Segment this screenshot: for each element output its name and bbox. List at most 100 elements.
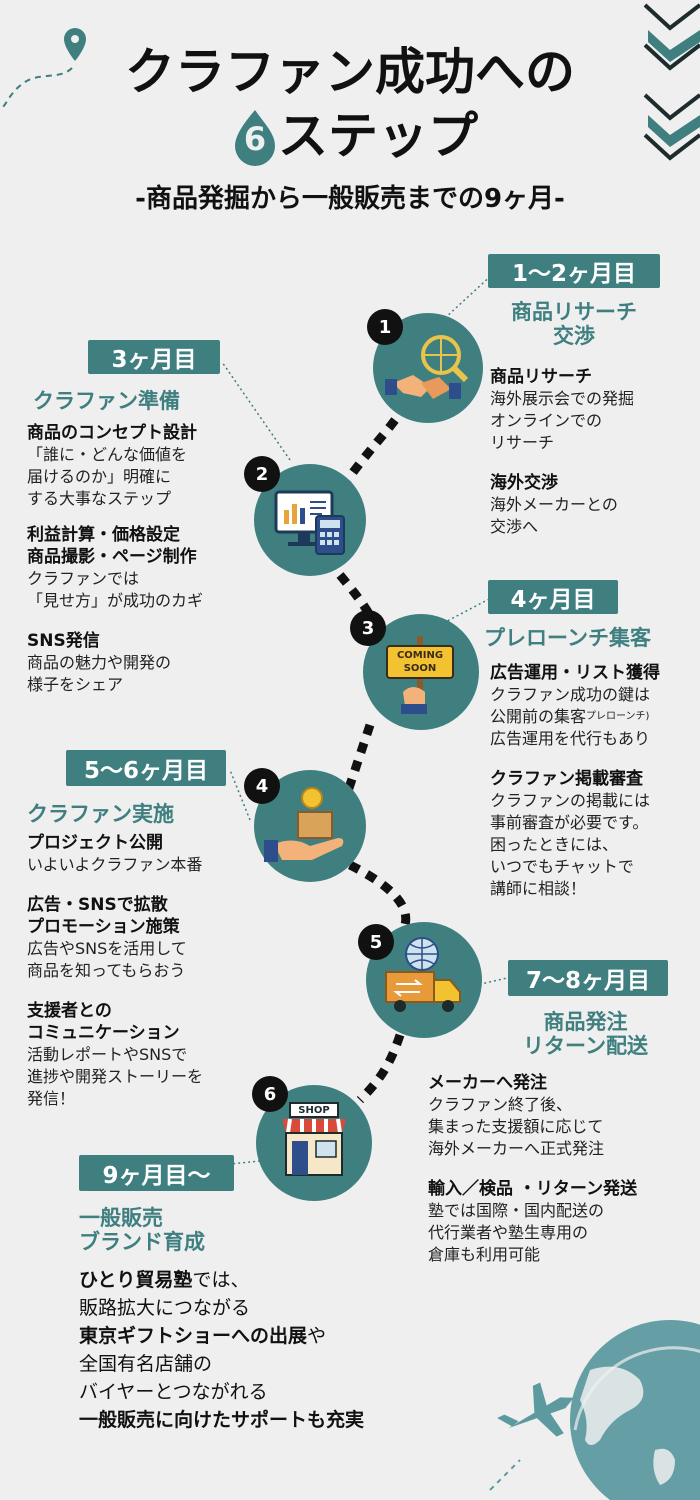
phase-title-step2: クラファン準備 bbox=[33, 389, 180, 413]
item-heading: 商品リサーチ bbox=[490, 367, 592, 387]
coming-soon-sign-icon bbox=[386, 636, 454, 714]
item-text: 公開前の集客 bbox=[490, 707, 587, 726]
item-text: 発信！ bbox=[27, 1089, 76, 1108]
item-text: 倉庫も利用可能 bbox=[428, 1245, 541, 1264]
sign-line: SOON bbox=[403, 663, 437, 674]
phase-line: ブランド育成 bbox=[79, 1230, 205, 1254]
phase-line: 一般販売 bbox=[79, 1206, 163, 1230]
item-heading: コミュニケーション bbox=[27, 1023, 180, 1043]
item-text: 商品の魅力や開発の bbox=[27, 653, 172, 672]
page-title-line2: ステップ bbox=[278, 107, 478, 165]
step4-details: プロジェクト公開 いよいよクラファン本番 広告・SNSで拡散 プロモーション施策… bbox=[27, 832, 252, 1110]
closing-text: 全国有名店舗の bbox=[79, 1353, 213, 1375]
item-heading: 支援者との bbox=[27, 1001, 112, 1021]
item-text: いつでもチャットで bbox=[490, 857, 634, 876]
item-text: 海外メーカーとの bbox=[490, 495, 618, 514]
item-text: クラファンの掲載には bbox=[490, 791, 651, 810]
phase-title-step5: 商品発注 リターン配送 bbox=[488, 1010, 683, 1058]
period-tag-step4: 5〜6ヶ月目 bbox=[66, 750, 226, 786]
step-number-3: 3 bbox=[350, 610, 386, 646]
page-subtitle: -商品発掘から一般販売までの9ヶ月- bbox=[135, 184, 565, 214]
step3-details: 広告運用・リスト獲得 クラファン成功の鍵は 公開前の集客プレローンチ) 広告運用… bbox=[490, 662, 695, 900]
period-tag-step6: 9ヶ月目〜 bbox=[79, 1155, 234, 1191]
coming-soon-sign-text: COMING SOON bbox=[387, 649, 453, 675]
item-text: リサーチ bbox=[490, 433, 555, 452]
item-heading: 商品のコンセプト設計 bbox=[27, 423, 197, 443]
phase-title-step1: 商品リサーチ 交渉 bbox=[484, 300, 664, 348]
phase-title-step4: クラファン実施 bbox=[27, 802, 174, 826]
item-heading: 広告運用・リスト獲得 bbox=[490, 663, 660, 683]
closing-bold: ひとり貿易塾 bbox=[79, 1269, 193, 1291]
step2-icon-circle bbox=[254, 464, 366, 576]
item-text: 海外展示会での発掘 bbox=[490, 389, 635, 408]
map-pin-icon bbox=[1, 28, 86, 109]
item-text: 困ったときには、 bbox=[490, 835, 619, 854]
item-text: 「見せ方」が成功のカギ bbox=[27, 591, 204, 610]
item-text: 「誰に・どんな価値を bbox=[27, 445, 188, 464]
closing-text: や bbox=[307, 1325, 327, 1347]
phase-title-step6: 一般販売 ブランド育成 bbox=[79, 1206, 309, 1254]
closing-bold: 一般販売に向けたサポートも充実 bbox=[79, 1409, 365, 1431]
item-heading: メーカーへ発注 bbox=[428, 1073, 547, 1093]
step3-icon-circle: COMING SOON bbox=[363, 614, 479, 730]
step5-details: メーカーへ発注 クラファン終了後、 集まった支援額に応じて 海外メーカーへ正式発… bbox=[428, 1072, 698, 1266]
item-heading: 広告・SNSで拡散 bbox=[27, 895, 168, 915]
step-number-2: 2 bbox=[244, 456, 280, 492]
step-number-5: 5 bbox=[358, 924, 394, 960]
step-six-badge: 6 bbox=[225, 106, 285, 166]
closing-bold: 東京ギフトショーへの出展 bbox=[79, 1325, 308, 1347]
item-text: 進捗や開発ストーリーを bbox=[27, 1067, 204, 1086]
phase-line: 交渉 bbox=[553, 324, 595, 348]
period-tag-step2: 3ヶ月目 bbox=[88, 340, 220, 374]
item-text: 商品を知ってもらおう bbox=[27, 961, 186, 980]
item-text: 海外メーカーへ正式発注 bbox=[428, 1139, 605, 1158]
item-text: 届けるのか」明確に bbox=[27, 467, 172, 486]
period-tag-step5: 7〜8ヶ月目 bbox=[508, 960, 668, 996]
item-heading: 商品撮影・ページ制作 bbox=[27, 547, 197, 567]
phase-line: リターン配送 bbox=[523, 1034, 648, 1058]
item-text: 講師に相談！ bbox=[490, 879, 587, 898]
item-text: クラファンでは bbox=[27, 569, 140, 588]
step-six-number: 6 bbox=[243, 120, 267, 158]
six-drop-icon bbox=[235, 110, 275, 166]
item-heading: プロジェクト公開 bbox=[27, 833, 163, 853]
step-number-4: 4 bbox=[244, 768, 280, 804]
step-number-6: 6 bbox=[252, 1076, 288, 1112]
item-text: 広告やSNSを活用して bbox=[27, 939, 187, 958]
closing-text: 販路拡大につながる bbox=[79, 1297, 251, 1319]
shop-icon bbox=[282, 1102, 346, 1176]
item-text: 事前審査が必要です。 bbox=[490, 813, 649, 832]
item-heading: 利益計算・価格設定 bbox=[27, 525, 180, 545]
item-text: クラファン成功の鍵は bbox=[490, 685, 651, 704]
item-text: 集まった支援額に応じて bbox=[428, 1117, 604, 1136]
step5-icon-circle bbox=[366, 922, 482, 1038]
chevron-decoration-icon bbox=[643, 3, 700, 161]
phase-title-step3: プレローンチ集客 bbox=[484, 626, 651, 650]
hand-coin-box-icon bbox=[264, 787, 344, 862]
item-text: 代行業者や塾生専用の bbox=[428, 1223, 589, 1242]
item-text: 交渉へ bbox=[490, 517, 539, 536]
item-text: 様子をシェア bbox=[27, 675, 124, 694]
item-text: 塾では国際・国内配送の bbox=[428, 1201, 605, 1220]
item-text: 活動レポートやSNSで bbox=[27, 1045, 188, 1064]
phase-line: 商品リサーチ bbox=[511, 300, 637, 324]
phase-line: 商品発注 bbox=[543, 1010, 628, 1034]
delivery-truck-globe-icon bbox=[385, 937, 461, 1012]
period-tag-step1: 1〜2ヶ月目 bbox=[488, 254, 660, 288]
item-note: プレローンチ) bbox=[586, 711, 650, 722]
step2-details: 商品のコンセプト設計 「誰に・どんな価値を 届けるのか」明確に する大事なステッ… bbox=[27, 422, 252, 696]
item-heading: プロモーション施策 bbox=[27, 917, 180, 937]
step-number-1: 1 bbox=[367, 309, 403, 345]
closing-text: バイヤーとつながれる bbox=[79, 1381, 268, 1403]
item-text: いよいよクラファン本番 bbox=[27, 855, 203, 874]
handshake-search-icon bbox=[385, 335, 469, 399]
item-heading: 輸入／検品 ・リターン発送 bbox=[428, 1179, 638, 1199]
step1-details: 商品リサーチ 海外展示会での発掘 オンラインでの リサーチ 海外交渉 海外メーカ… bbox=[490, 366, 690, 538]
page-title-line1: クラファン成功への bbox=[125, 43, 575, 101]
closing-message: ひとり貿易塾では、 販路拡大につながる 東京ギフトショーへの出展や 全国有名店舗… bbox=[79, 1266, 459, 1434]
period-tag-step3: 4ヶ月目 bbox=[488, 580, 618, 614]
item-heading: SNS発信 bbox=[27, 631, 100, 651]
item-text: オンラインでの bbox=[490, 411, 603, 430]
computer-calculator-icon bbox=[274, 490, 345, 555]
